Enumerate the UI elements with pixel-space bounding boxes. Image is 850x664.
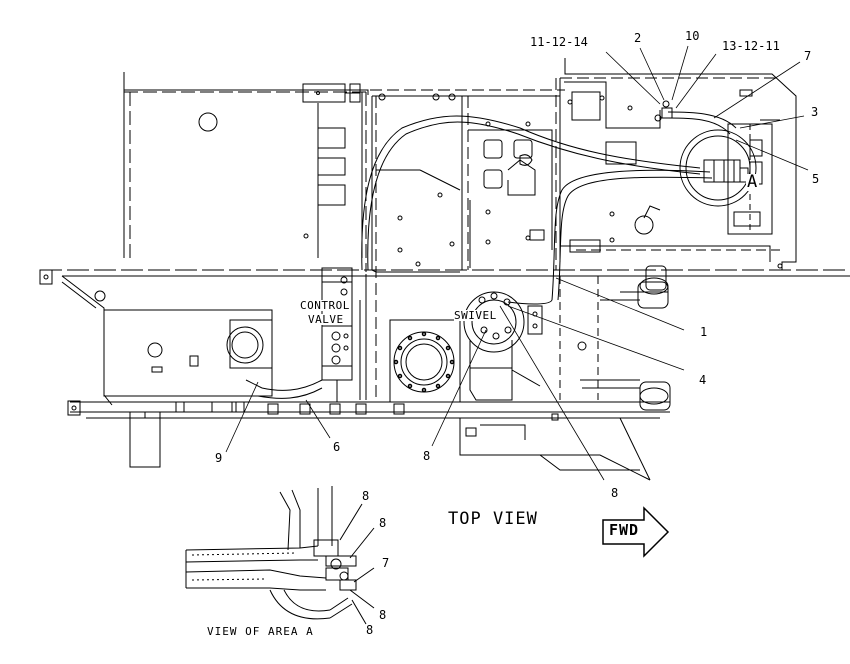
detail-callout-8-d: 8 [366, 623, 374, 637]
swivel [463, 291, 543, 401]
left-upper-panel [123, 72, 456, 272]
callout-10: 10 [685, 29, 700, 43]
view-of-area-a-title: VIEW OF AREA A [207, 625, 314, 638]
callout-11-12-14: 11-12-14 [530, 35, 588, 49]
swivel-label: SWIVEL [454, 309, 497, 322]
callout-2: 2 [634, 31, 642, 45]
area-a-marker: A [746, 172, 760, 192]
control-valve-label-line1: CONTROL [300, 299, 350, 312]
callout-3: 3 [811, 105, 819, 119]
callout-13-12-11: 13-12-11 [722, 39, 780, 53]
control-valve [321, 267, 353, 402]
fitting-cluster [654, 100, 757, 207]
callout-6: 6 [333, 440, 341, 454]
callout-8-right: 8 [611, 486, 619, 500]
fwd-label: FWD [609, 521, 640, 539]
detail-callout-8-b: 8 [379, 516, 387, 530]
right-upper-structure [555, 58, 797, 270]
callout-5: 5 [812, 172, 820, 186]
callout-1: 1 [700, 325, 708, 339]
callout-8-mid: 8 [423, 449, 431, 463]
detail-callout-8-a: 8 [362, 489, 370, 503]
right-rollers [559, 265, 671, 411]
top-view-title: TOP VIEW [448, 509, 538, 529]
main-frame [39, 269, 850, 481]
control-valve-label-line2: VALVE [308, 313, 344, 326]
callout-7-top: 7 [804, 49, 812, 63]
bearing-ring [389, 319, 461, 403]
fwd-arrow [602, 506, 670, 558]
leader-lines [225, 45, 809, 481]
hoses [245, 111, 737, 400]
detail-view-a [185, 486, 375, 625]
rail-fittings [175, 401, 559, 437]
center-structure [303, 89, 565, 400]
detail-callout-7: 7 [382, 556, 390, 570]
callout-9: 9 [215, 451, 223, 465]
detail-callout-8-c: 8 [379, 608, 387, 622]
callout-4: 4 [699, 373, 707, 387]
